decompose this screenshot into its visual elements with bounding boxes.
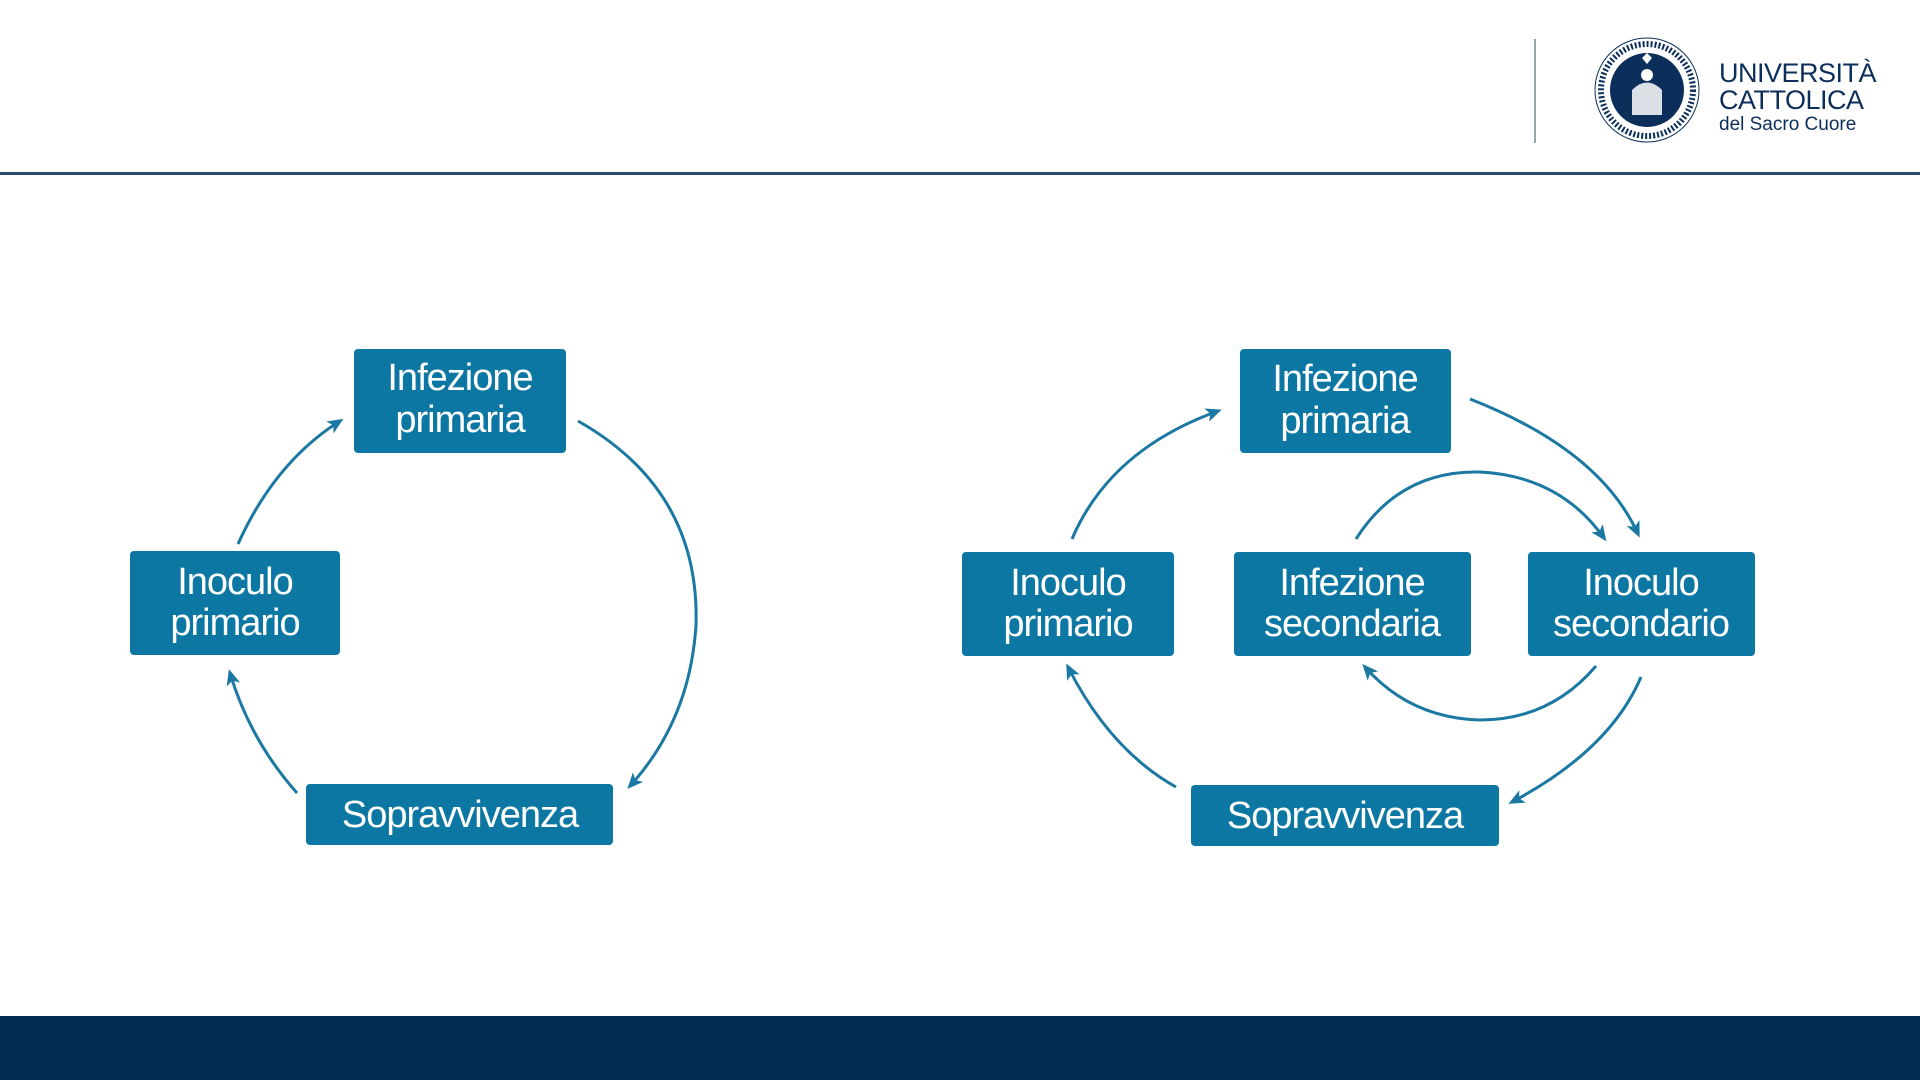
monocyclic-diagram: Infezione primaria Inoculo primario Sopr…	[130, 349, 698, 845]
svg-text:Sopravvivenza: Sopravvivenza	[342, 794, 580, 836]
svg-text:secondario: secondario	[1553, 603, 1729, 645]
svg-text:Inoculo: Inoculo	[177, 561, 293, 603]
footer-bar	[0, 1016, 1920, 1080]
university-seal-logo	[1594, 37, 1700, 143]
arrow-inoculo-secondario-to-infezione-secondaria	[1362, 664, 1598, 722]
arrow-sopravvivenza-to-inoculo	[1066, 663, 1177, 789]
polycyclic-diagram: Infezione primaria Inoculo primario Infe…	[962, 349, 1755, 846]
svg-text:primaria: primaria	[1280, 400, 1411, 442]
arrow-sopravvivenza-to-inoculo	[226, 669, 299, 794]
box-sopravvivenza: Sopravvivenza	[1191, 785, 1499, 846]
arrow-inoculo-secondario-to-sopravvivenza	[1508, 676, 1643, 804]
svg-text:Sopravvivenza: Sopravvivenza	[1227, 795, 1465, 837]
university-logo-text: UNIVERSITÀ CATTOLICA del Sacro Cuore	[1719, 58, 1877, 135]
svg-text:secondaria: secondaria	[1264, 603, 1442, 645]
arrow-infezione-to-inoculo-secondario	[1469, 397, 1640, 538]
arrow-inoculo-to-infezione	[236, 418, 344, 545]
svg-text:primario: primario	[1003, 603, 1132, 645]
svg-text:Infezione: Infezione	[1279, 562, 1424, 604]
logo-line2: CATTOLICA	[1719, 85, 1864, 115]
arrow-infezione-to-sopravvivenza	[577, 419, 698, 789]
logo-line3: del Sacro Cuore	[1719, 114, 1857, 135]
header-rule	[0, 172, 1920, 175]
arrow-infezione-secondaria-to-inoculo-secondario	[1354, 470, 1607, 542]
svg-text:Infezione: Infezione	[387, 357, 532, 399]
svg-text:Inoculo: Inoculo	[1583, 562, 1699, 604]
box-sopravvivenza: Sopravvivenza	[306, 784, 613, 845]
box-infezione-secondaria: Infezione secondaria	[1234, 552, 1471, 656]
box-inoculo-primario: Inoculo primario	[130, 551, 340, 655]
box-infezione-primaria: Infezione primaria	[1240, 349, 1451, 453]
svg-text:Infezione: Infezione	[1272, 358, 1417, 400]
logo-line1: UNIVERSITÀ	[1719, 58, 1877, 88]
svg-text:Inoculo: Inoculo	[1010, 562, 1126, 604]
box-inoculo-primario: Inoculo primario	[962, 552, 1174, 656]
svg-text:primaria: primaria	[395, 399, 526, 441]
svg-text:primario: primario	[170, 602, 299, 644]
arrow-inoculo-to-infezione	[1070, 408, 1222, 540]
box-inoculo-secondario: Inoculo secondario	[1528, 552, 1755, 656]
box-infezione-primaria: Infezione primaria	[354, 349, 566, 453]
header-divider	[1534, 39, 1536, 143]
